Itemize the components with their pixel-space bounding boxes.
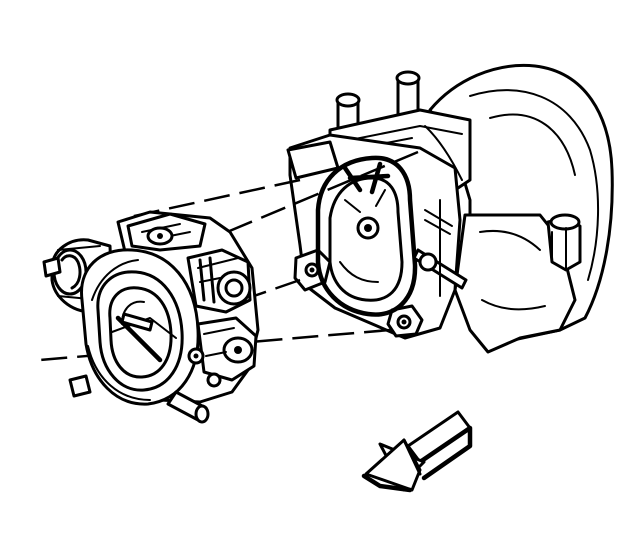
intake-manifold <box>328 63 614 354</box>
throttle-body <box>42 210 260 424</box>
throttle-body-gasket <box>286 133 468 340</box>
direction-arrow <box>361 410 473 493</box>
